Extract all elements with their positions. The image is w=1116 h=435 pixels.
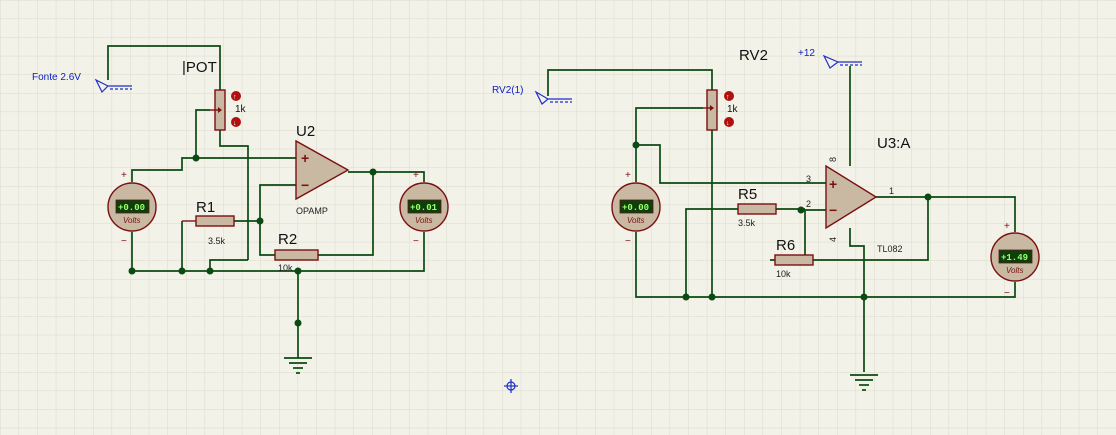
origin-marker-icon [504,379,518,393]
opamp-name: U3:A [877,135,910,152]
meter-reading: +0.00 [622,203,649,213]
pin-number: 8 [828,157,838,162]
right-wires [547,66,1016,372]
meter-plus-terminal: + [121,170,127,181]
junction-dot [294,267,302,275]
svg-text:↓: ↓ [726,120,730,127]
potentiometer-rv2[interactable]: ↑ ↓ RV2 1k [703,47,768,131]
junction-dot [256,217,264,225]
r1-value: 3.5k [208,236,226,246]
right-circuit: RV2(1) +12 ↑ ↓ RV2 1k + − U3:A TL082 [492,47,1040,391]
terminal-rv2-label: RV2(1) [492,85,524,96]
meter-unit: Volts [1006,266,1024,275]
opamp-u3a[interactable]: + − U3:A TL082 3 2 1 8 4 [806,135,910,254]
opamp-plus-sign: + [301,150,309,166]
voltmeter-right-output[interactable]: +1.49 Volts + − [990,221,1040,299]
resistor-r5[interactable]: R5 3.5k [737,186,777,228]
meter-reading: +1.49 [1001,253,1028,263]
pin-number: 1 [889,186,894,196]
pin-number: 4 [828,237,838,242]
terminal-supply[interactable]: +12 [798,48,862,69]
meter-minus-terminal: − [121,236,127,247]
meter-minus-terminal: − [1004,288,1010,299]
potentiometer-pot[interactable]: ↑ ↓ |POT 1k [182,59,247,131]
meter-minus-terminal: − [625,236,631,247]
meter-unit: Volts [123,216,141,225]
junction-dot [924,193,932,201]
junction-dot [192,154,200,162]
pot-name: |POT [182,59,217,76]
ground-right[interactable] [850,374,878,391]
svg-text:↑: ↑ [726,94,730,101]
pot-value: 1k [235,104,247,115]
resistor-r1[interactable]: R1 3.5k [182,199,235,246]
left-circuit: Fonte 2.6V ↑ ↓ |POT 1k + − U2 OPAMP R1 [32,45,449,374]
opamp-plus-sign: + [829,176,837,192]
resistor-r6[interactable]: R6 10k [774,237,814,279]
opamp-minus-sign: − [301,177,309,193]
r6-value: 10k [776,269,791,279]
meter-reading: +0.01 [410,203,438,213]
resistor-r2[interactable]: R2 10k [274,231,319,273]
r6-name: R6 [776,237,795,254]
r5-name: R5 [738,186,757,203]
supply-label: +12 [798,48,815,59]
r1-name: R1 [196,199,215,216]
junction-dot [682,293,690,301]
meter-plus-terminal: + [413,170,419,181]
terminal-fonte[interactable]: Fonte 2.6V [32,72,132,94]
opamp-name: U2 [296,123,315,140]
meter-unit: Volts [627,216,645,225]
voltmeter-left-input[interactable]: +0.00 Volts + − [107,170,157,247]
voltmeter-right-input[interactable]: +0.00 Volts + − [611,170,661,247]
pot-value: 1k [727,104,739,115]
pot-name: RV2 [739,47,768,64]
ground-left[interactable] [284,355,312,374]
pin-number: 2 [806,199,811,209]
pin-number: 3 [806,174,811,184]
junction-dot [206,267,214,275]
junction-dot [860,293,868,301]
r2-name: R2 [278,231,297,248]
junction-dot [708,293,716,301]
opamp-minus-sign: − [829,202,837,218]
junction-dot [797,206,805,214]
meter-plus-terminal: + [1004,221,1010,232]
opamp-model: TL082 [877,244,903,254]
opamp-model: OPAMP [296,206,328,216]
meter-reading: +0.00 [118,203,145,213]
junction-dot [128,267,136,275]
junction-dot [369,168,377,176]
junction-dot [294,319,302,327]
svg-text:↓: ↓ [233,120,237,127]
terminal-fonte-label: Fonte 2.6V [32,72,81,83]
r5-value: 3.5k [738,218,756,228]
junction-dot [632,141,640,149]
opamp-u2[interactable]: + − U2 OPAMP [295,123,350,216]
voltmeter-left-output[interactable]: +0.01 Volts + − [399,170,449,247]
terminal-rv2[interactable]: RV2(1) [492,85,572,105]
meter-plus-terminal: + [625,170,631,181]
r2-value: 10k [278,263,293,273]
svg-text:↑: ↑ [233,94,237,101]
meter-minus-terminal: − [413,236,419,247]
meter-unit: Volts [415,216,433,225]
junction-dot [178,267,186,275]
